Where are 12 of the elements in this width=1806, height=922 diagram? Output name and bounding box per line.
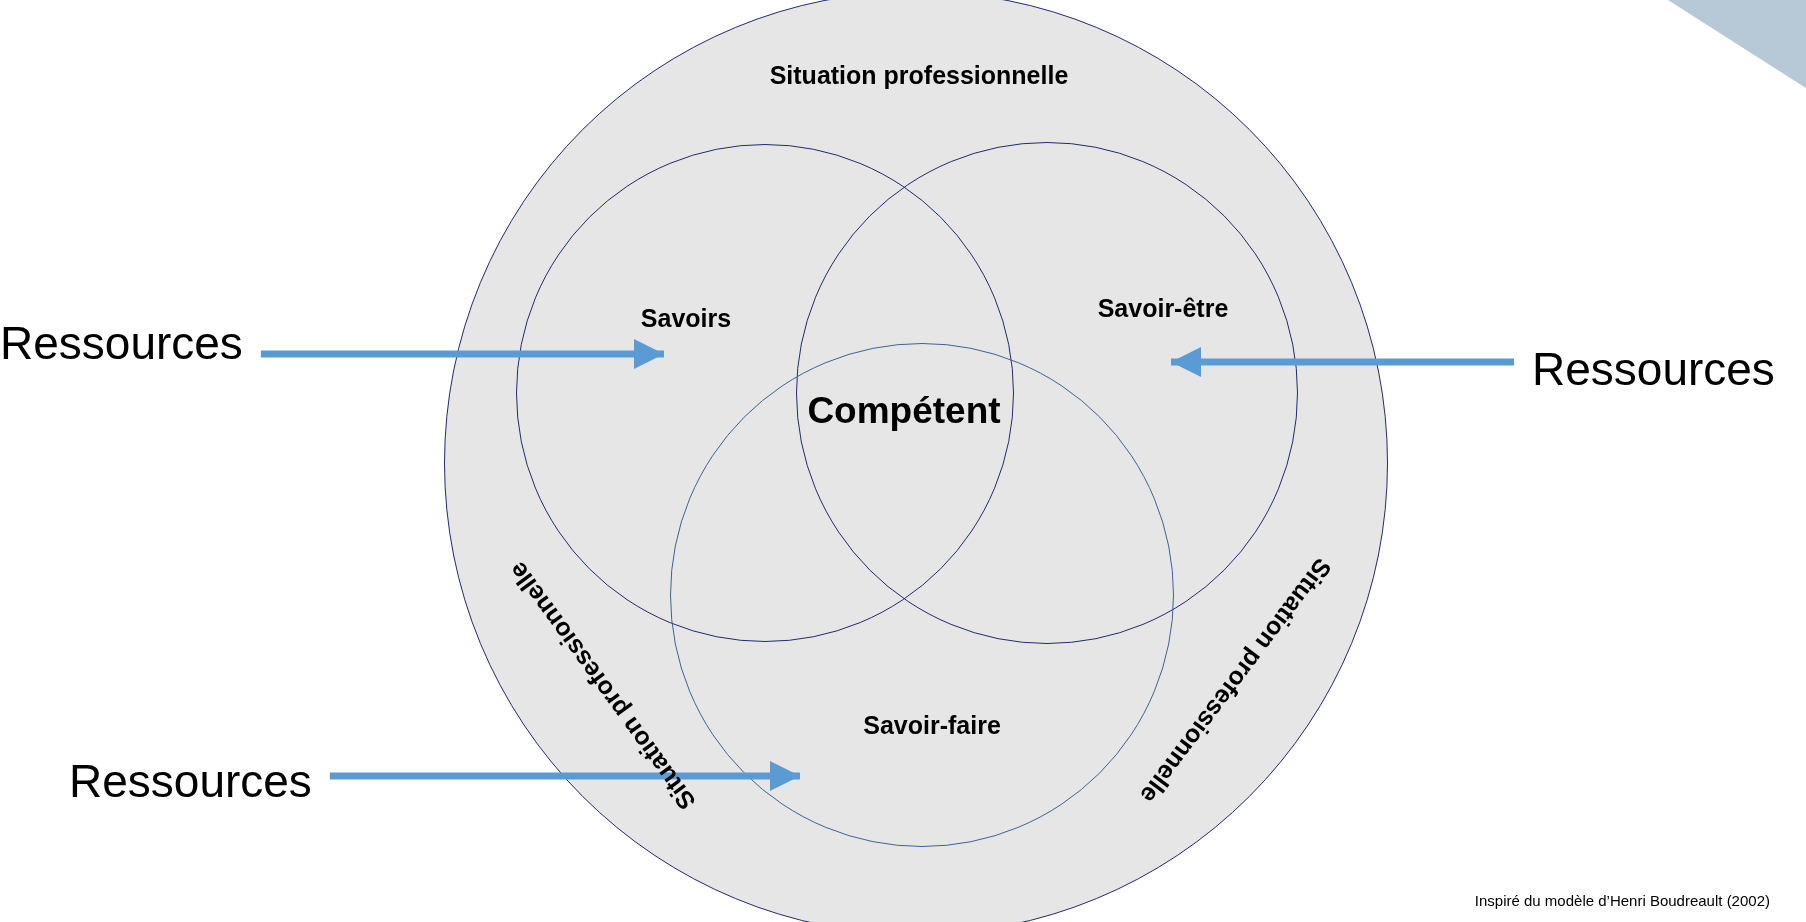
arrow xyxy=(260,339,664,369)
resource-label: Ressources xyxy=(0,316,243,370)
resource-label: Ressources xyxy=(69,754,312,808)
center-label: Compétent xyxy=(807,389,1001,433)
arrow xyxy=(329,761,800,791)
domain-label: Savoir-être xyxy=(1097,293,1229,323)
domain-label: Savoir-faire xyxy=(863,710,1001,740)
caption: Inspiré du modèle d’Henri Boudreault (2002) xyxy=(1474,892,1770,909)
resource-label: Ressources xyxy=(1532,342,1775,396)
domain-label: Savoirs xyxy=(640,303,732,333)
situation-label: Situation professionnelle xyxy=(769,60,1069,90)
arrow xyxy=(1171,347,1514,377)
